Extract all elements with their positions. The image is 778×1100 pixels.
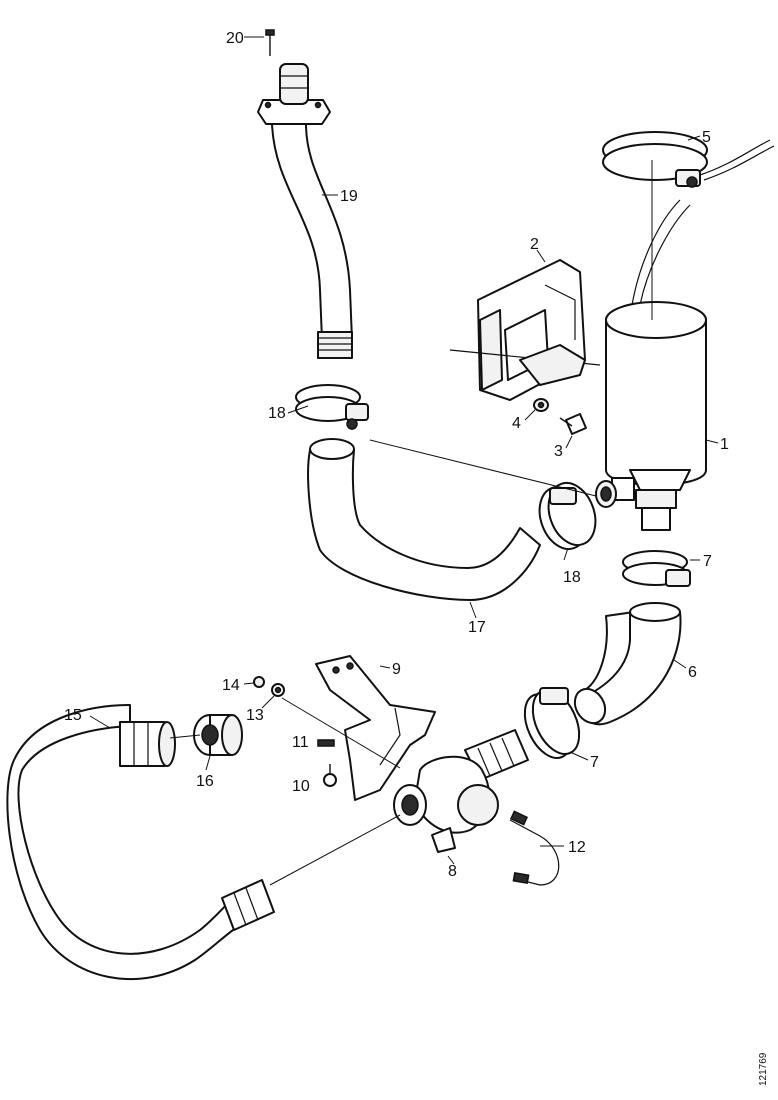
washer-part-13 [271, 683, 285, 697]
hose-clamp-part-5 [602, 131, 775, 188]
callout-16: 16 [196, 773, 214, 790]
leader-lines [89, 36, 719, 886]
nut-part-14 [253, 676, 265, 688]
callout-20: 20 [226, 30, 244, 47]
callout-10: 10 [292, 778, 310, 795]
hose-clamp-part-18-upper [295, 384, 369, 430]
bracket-part-9 [315, 655, 436, 801]
hose-clamp-part-7-lower [523, 687, 581, 759]
callout-19: 19 [340, 188, 358, 205]
callout-11: 11 [292, 734, 309, 751]
nut-part-10 [323, 764, 337, 787]
filler-pipe-part-19 [257, 63, 353, 359]
hose-part-6 [573, 602, 682, 726]
callout-5: 5 [702, 129, 711, 146]
hose-part-15 [6, 704, 275, 981]
valve-part-8 [393, 729, 529, 853]
figure-code: 121769 [758, 1052, 769, 1086]
hose-part-17 [307, 438, 541, 601]
screw-part-20 [265, 29, 275, 56]
callout-6: 6 [688, 664, 697, 681]
callout-3: 3 [554, 443, 563, 460]
callout-18-upper: 18 [268, 405, 286, 422]
tank-part-1 [595, 199, 707, 531]
callout-labels: 20 19 18 5 2 4 3 1 18 17 7 6 9 14 13 15 … [64, 30, 729, 880]
screw-part-11 [317, 739, 335, 747]
callout-1: 1 [720, 436, 729, 453]
callout-12: 12 [568, 839, 586, 856]
wire-part-12 [509, 810, 560, 886]
callout-2: 2 [530, 236, 539, 253]
callout-18-lower: 18 [563, 569, 581, 586]
callout-17: 17 [468, 619, 486, 636]
callout-15: 15 [64, 707, 82, 724]
callout-4: 4 [512, 415, 521, 432]
hose-clamp-part-7-upper [622, 550, 691, 587]
adapter-part-16 [193, 714, 243, 756]
callout-9: 9 [392, 661, 401, 678]
callout-7-upper: 7 [703, 553, 712, 570]
hose-clamp-part-18-lower [538, 482, 597, 550]
callout-7-lower: 7 [590, 754, 599, 771]
callout-13: 13 [246, 707, 264, 724]
bracket-part-2 [449, 259, 601, 401]
callout-8: 8 [448, 863, 457, 880]
callout-14: 14 [222, 677, 240, 694]
bolt-part-3 [559, 413, 587, 435]
washer-part-4 [533, 398, 549, 412]
